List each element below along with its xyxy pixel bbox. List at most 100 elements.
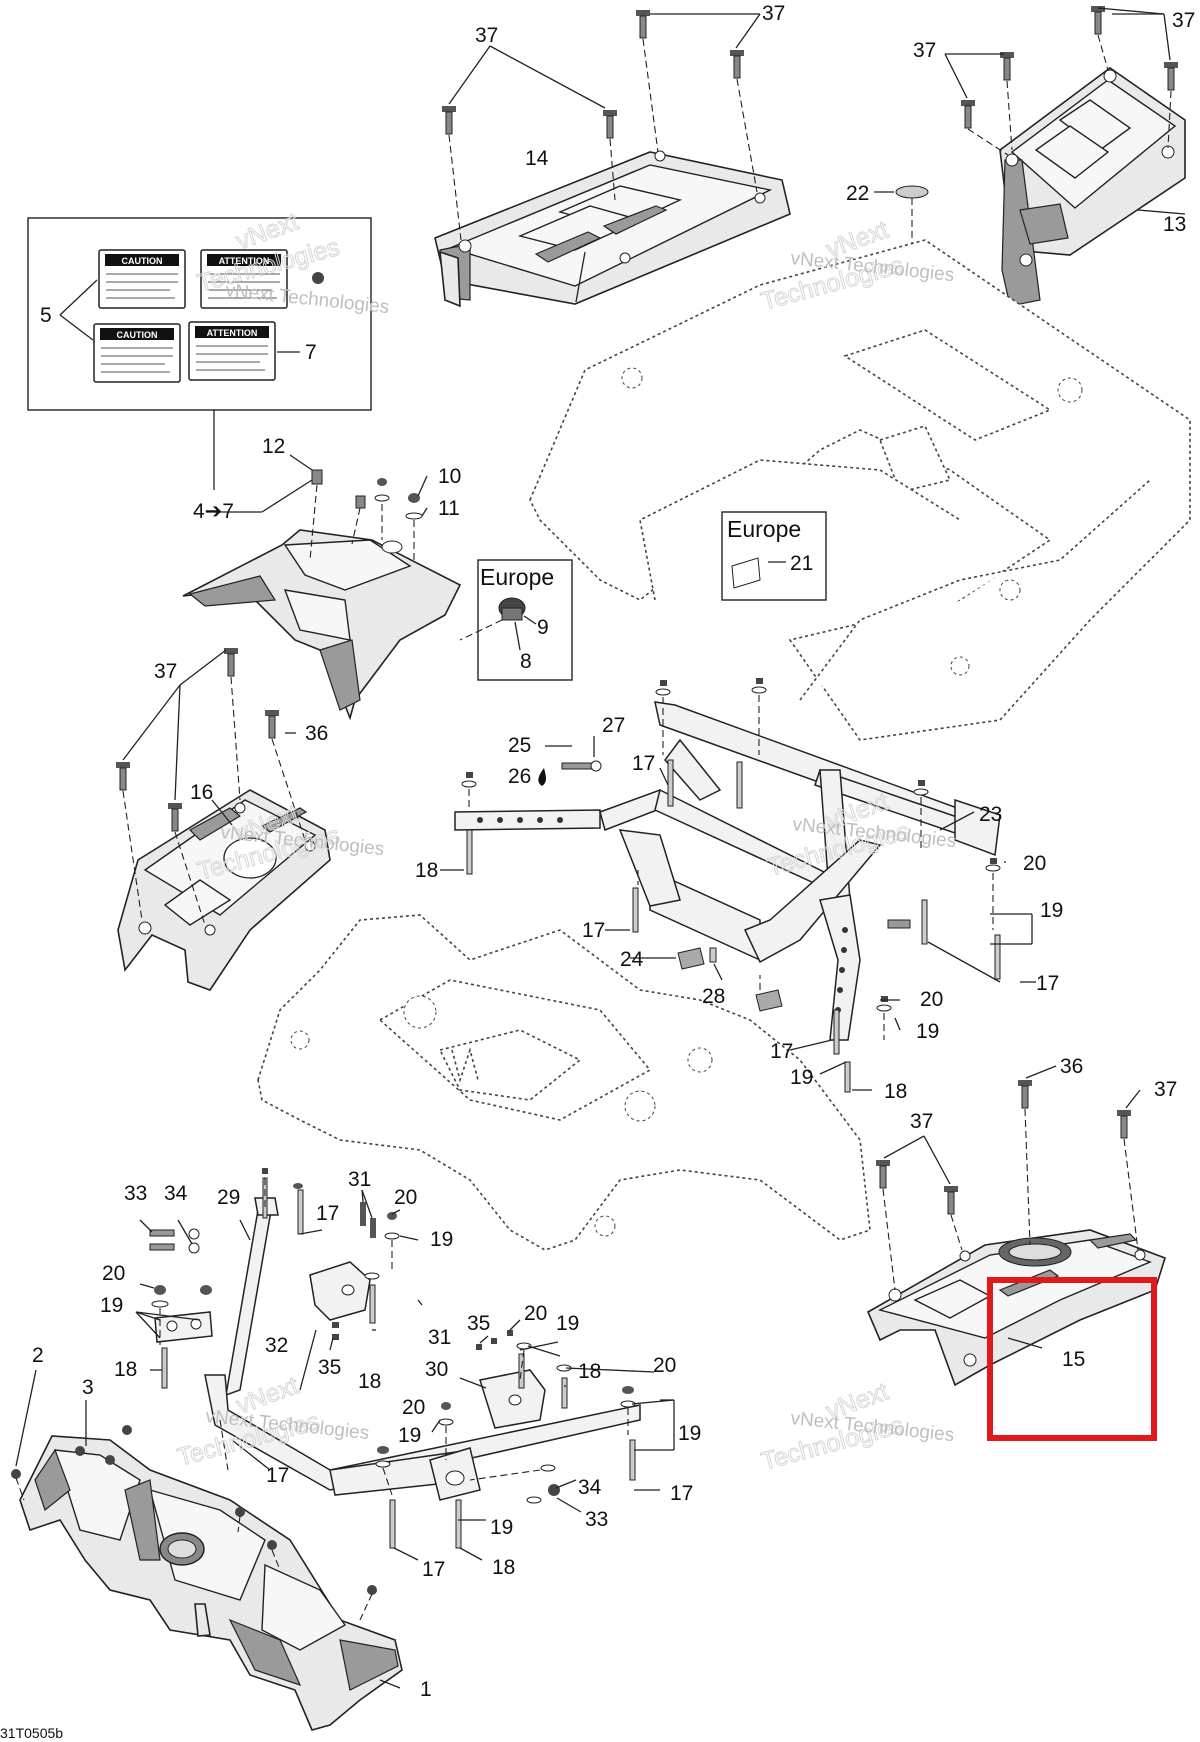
bolt [168, 803, 182, 832]
bolt [116, 762, 130, 791]
bolt-group-13 [944, 6, 1178, 156]
decal-caution-2-title: CAUTION [117, 330, 158, 340]
callout-24: 24 [620, 948, 644, 971]
callout-11: 11 [438, 497, 460, 520]
front-bumper-cover-1 [11, 1369, 403, 1731]
callout-19: 19 [556, 1312, 579, 1335]
callout-16: 16 [190, 781, 213, 804]
front-rack-13 [999, 67, 1186, 307]
decal-caution-1: CAUTION [98, 249, 186, 309]
callout-17: 17 [582, 919, 605, 942]
callout-18: 18 [578, 1360, 601, 1383]
decal-attention-2-title: ATTENTION [207, 328, 258, 338]
callout-36: 36 [1060, 1055, 1083, 1078]
callout-20: 20 [1023, 852, 1046, 875]
callout-17: 17 [670, 1482, 693, 1505]
europe-decal-box [721, 511, 827, 601]
decal-attention-2: ATTENTION [188, 321, 276, 381]
callout-14: 14 [525, 147, 549, 170]
highlight-box [987, 1277, 1157, 1441]
callout-31: 31 [428, 1326, 451, 1349]
callout-7: 7 [305, 341, 317, 364]
callout-18: 18 [415, 859, 438, 882]
frame-fasteners [440, 678, 1036, 1093]
callout-29: 29 [217, 1186, 240, 1209]
callout-36: 36 [305, 722, 328, 745]
callout-19: 19 [790, 1066, 813, 1089]
callout-5: 5 [40, 304, 52, 327]
callout-35: 35 [318, 1356, 341, 1379]
drop-icon [538, 768, 546, 786]
bolt [944, 1186, 958, 1215]
callout-18: 18 [358, 1370, 381, 1393]
callout-32: 32 [265, 1334, 288, 1357]
callout-22: 22 [846, 182, 869, 205]
front-left-rack-16 [117, 789, 331, 991]
bolt [603, 110, 617, 139]
callout-20: 20 [920, 988, 943, 1011]
bolt [1091, 6, 1105, 35]
callout-19: 19 [916, 1020, 939, 1043]
callout-37: 37 [154, 660, 177, 683]
callout-3: 3 [82, 1376, 94, 1399]
console-fasteners [215, 454, 428, 561]
front-fender-outline [257, 914, 871, 1251]
callout-26: 26 [508, 765, 531, 788]
callout-19: 19 [1040, 899, 1063, 922]
decal-attention-1: ATTENTION [200, 249, 288, 309]
bolt [730, 50, 744, 79]
bolt [442, 106, 456, 135]
callout-12: 12 [262, 435, 285, 458]
callout-35: 35 [467, 1312, 490, 1335]
callout-18: 18 [492, 1556, 515, 1579]
figure-code: 31T0505b [0, 1725, 63, 1741]
callout-17: 17 [316, 1202, 339, 1225]
callout-37: 37 [762, 2, 785, 25]
bolt [1018, 1080, 1032, 1109]
callout-30: 30 [425, 1358, 448, 1381]
callout-4-to-7: 4➔7 [193, 500, 234, 523]
bolt [265, 710, 279, 739]
callout-15: 15 [1062, 1348, 1085, 1371]
callout-19: 19 [678, 1422, 701, 1445]
front-bumper-frame [154, 1197, 641, 1501]
callout-27: 27 [602, 714, 625, 737]
rear-frame-23 [454, 701, 1001, 1041]
decal-attention-1-title: ATTENTION [219, 256, 270, 266]
callout-34: 34 [164, 1182, 188, 1205]
bolt [636, 10, 650, 39]
callout-21: 21 [790, 552, 813, 575]
center-console-panel [182, 529, 462, 721]
callout-34: 34 [578, 1476, 602, 1499]
callout-37: 37 [1154, 1078, 1177, 1101]
callout-18: 18 [114, 1358, 137, 1381]
callout-37: 37 [910, 1110, 933, 1133]
bolt [876, 1160, 890, 1189]
callout-25: 25 [508, 734, 531, 757]
bolt [1000, 52, 1014, 81]
callout-17: 17 [422, 1558, 445, 1581]
callout-2: 2 [32, 1344, 44, 1367]
region-label-europe: Europe [480, 564, 554, 590]
callout-18: 18 [884, 1080, 907, 1103]
callout-labels: 37 37 37 37 37 37 37 14 13 22 5 7 4➔7 12… [32, 2, 1195, 1701]
callout-13: 13 [1163, 213, 1186, 236]
callout-37: 37 [475, 24, 498, 47]
decal-kit-panel: CAUTION ATTENTION CAUTION ATTENTION [27, 217, 372, 490]
callout-28: 28 [702, 985, 725, 1008]
callout-19: 19 [490, 1516, 513, 1539]
callout-1: 1 [420, 1678, 432, 1701]
callout-20: 20 [653, 1354, 676, 1377]
callout-9: 9 [537, 616, 549, 639]
callout-33: 33 [124, 1182, 147, 1205]
callout-20: 20 [402, 1396, 425, 1419]
callout-33: 33 [585, 1508, 608, 1531]
callout-37: 37 [1172, 9, 1195, 32]
callout-17: 17 [1036, 972, 1059, 995]
callout-10: 10 [438, 465, 461, 488]
callout-20: 20 [394, 1186, 417, 1209]
callout-31: 31 [348, 1168, 371, 1191]
bumper-fasteners [135, 1168, 675, 1561]
callout-17: 17 [632, 752, 655, 775]
